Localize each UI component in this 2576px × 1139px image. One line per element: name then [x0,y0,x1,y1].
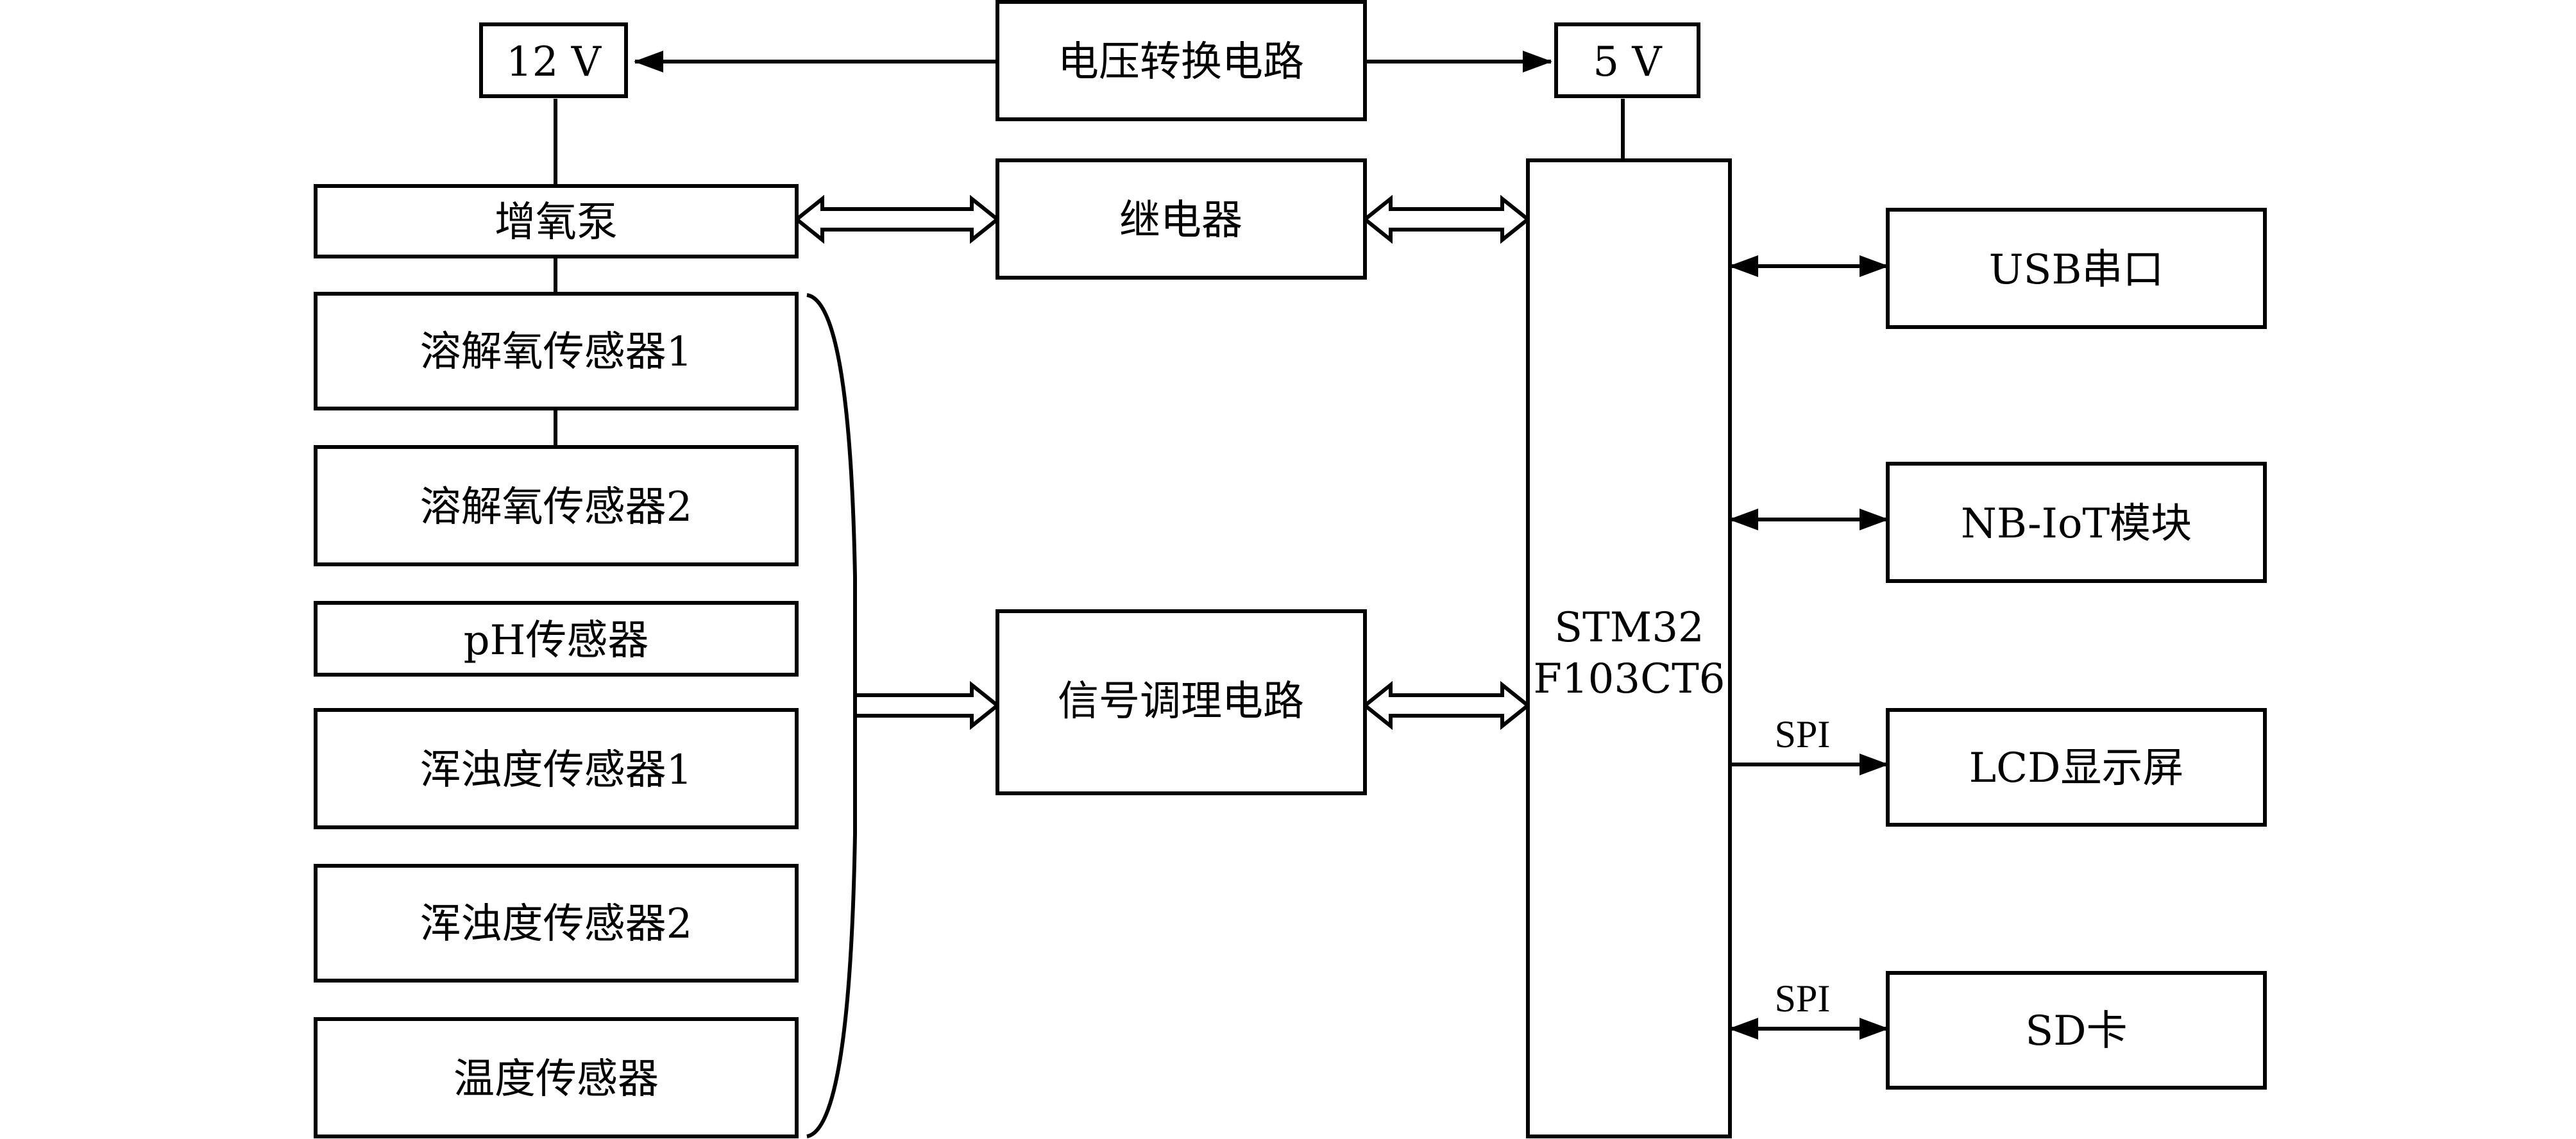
box-12v-label: 12 V [506,38,602,86]
sd-spi-label: SPI [1775,977,1831,1020]
box-signal-conditioning: 信号调理电路 [996,609,1367,795]
sensors-to-conditioning-arrow [853,680,1001,730]
sensor-group-bracket [806,293,857,1138]
box-relay: 继电器 [996,158,1367,280]
box-signal-conditioning-rect [996,609,1367,795]
box-5v-rect [1554,22,1700,98]
lcd-spi-label: SPI [1775,713,1831,755]
box-signal-conditioning-label: 信号调理电路 [1058,678,1304,725]
box-12v: 12 V [479,22,628,98]
box-turbidity-sensor-2: 浑浊度传感器2 [314,864,799,983]
box-nb-iot-label: NB-IoT模块 [1961,500,2192,548]
box-5v-label: 5 V [1593,38,1663,86]
box-turbidity-sensor-1: 浑浊度传感器1 [314,708,799,829]
box-temperature-sensor-rect [314,1017,799,1138]
box-lcd-label: LCD显示屏 [1969,745,2184,792]
peripheral-lines [1729,255,1889,1040]
box-do-sensor-2-rect [314,445,799,566]
box-ph-sensor-label: pH传感器 [464,617,649,664]
box-mcu-label-line2: F103CT6 [1534,655,1725,703]
box-usb-serial: USB串口 [1886,208,2267,329]
box-sd-card-rect [1886,971,2267,1090]
box-relay-rect [996,158,1367,280]
box-mcu-rect [1526,158,1732,1138]
hollow-arrows [793,194,1531,730]
box-ph-sensor: pH传感器 [314,601,799,677]
box-relay-label: 继电器 [1119,197,1242,244]
box-temperature-sensor: 温度传感器 [314,1017,799,1138]
box-aerator-pump: 增氧泵 [314,184,799,258]
box-turbidity-sensor-1-label: 浑浊度传感器1 [420,747,693,794]
box-lcd-rect [1886,708,2267,827]
box-voltage-converter: 电压转换电路 [996,0,1367,121]
box-turbidity-sensor-1-rect [314,708,799,829]
box-sd-card-label: SD卡 [2025,1008,2127,1055]
box-do-sensor-1-rect [314,292,799,410]
box-nb-iot-rect [1886,462,2267,583]
box-do-sensor-1: 溶解氧传感器1 [314,292,799,410]
box-turbidity-sensor-2-label: 浑浊度传感器2 [420,900,693,948]
relay-mcu-double-arrow [1362,194,1531,244]
box-nb-iot: NB-IoT模块 [1886,462,2267,583]
box-mcu: STM32 F103CT6 [1526,158,1732,1138]
box-ph-sensor-rect [314,601,799,677]
box-do-sensor-2: 溶解氧传感器2 [314,445,799,566]
box-usb-serial-rect [1886,208,2267,329]
box-5v: 5 V [1554,22,1700,98]
box-turbidity-sensor-2-rect [314,864,799,983]
power-lines [554,51,1625,447]
pump-relay-double-arrow [793,194,1001,244]
box-usb-serial-label: USB串口 [1989,246,2164,294]
box-aerator-pump-label: 增氧泵 [495,199,618,246]
box-voltage-converter-rect [996,0,1367,121]
box-mcu-label-line1: STM32 [1554,604,1704,652]
box-do-sensor-2-label: 溶解氧传感器2 [420,484,693,531]
box-temperature-sensor-label: 温度传感器 [453,1056,659,1103]
box-lcd: LCD显示屏 [1886,708,2267,827]
box-sd-card: SD卡 [1886,971,2267,1090]
box-aerator-pump-rect [314,184,799,258]
box-12v-rect [479,22,628,98]
conditioning-mcu-double-arrow [1362,680,1531,730]
box-do-sensor-1-label: 溶解氧传感器1 [420,328,693,376]
box-voltage-converter-label: 电压转换电路 [1058,38,1304,86]
